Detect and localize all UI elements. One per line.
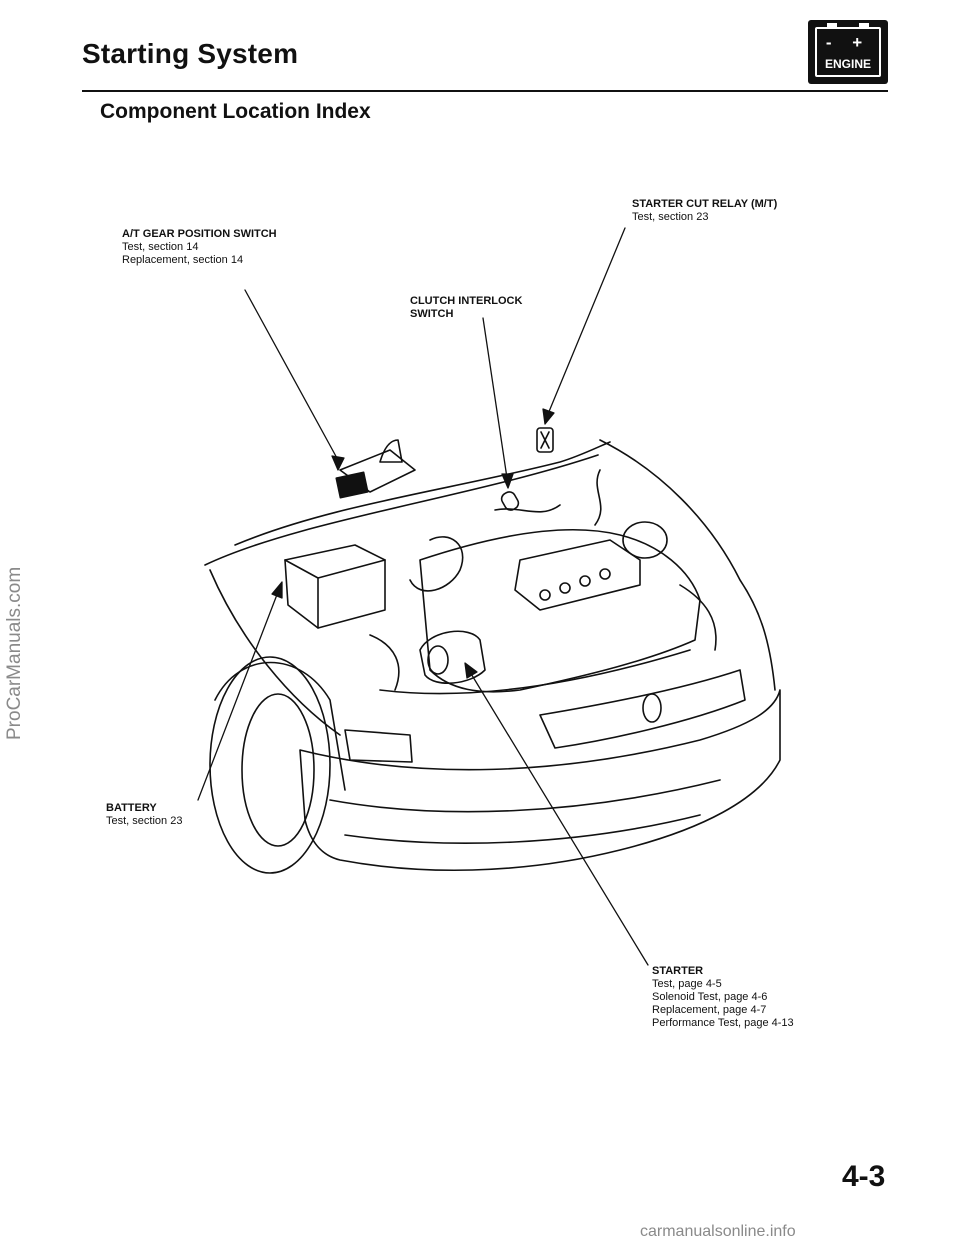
hose-4: [369, 634, 400, 691]
front-bumper: [299, 689, 781, 872]
grille: [539, 669, 746, 749]
engine-battery-badge: - + ENGINE: [808, 20, 888, 84]
starter-line: Test, page 4-5: [652, 978, 722, 990]
windshield-line: [204, 454, 599, 566]
battery-edges: [284, 559, 386, 629]
at-gear-switch-title: A/T GEAR POSITION SWITCH: [122, 228, 277, 240]
air-intake: [409, 536, 464, 592]
leader-starter: [469, 671, 649, 966]
callout-starter-cut-relay: STARTER CUT RELAY (M/T) Test, section 23: [632, 198, 777, 224]
clutch-interlock-title-2: SWITCH: [410, 308, 454, 320]
right-fender: [599, 439, 776, 691]
distributor: [622, 521, 668, 559]
leader-battery: [197, 591, 279, 801]
spark-plug-4: [599, 568, 611, 580]
leader-clutch: [482, 317, 508, 479]
leader-at-gear: [244, 289, 339, 461]
battery-box: [284, 544, 386, 629]
badge-label: ENGINE: [824, 57, 871, 71]
hood-line: [234, 441, 611, 546]
bottom-watermark: carmanualsonline.info: [640, 1223, 796, 1240]
callout-battery: BATTERY Test, section 23: [106, 802, 182, 828]
front-wheel: [209, 656, 331, 874]
starter-line: Replacement, page 4-7: [652, 1004, 767, 1016]
radiator-support: [379, 649, 691, 695]
page-title: Starting System: [82, 38, 299, 69]
badge-symbols: - +: [825, 33, 871, 52]
spark-plug-3: [579, 575, 591, 587]
battery-line: Test, section 23: [106, 815, 183, 827]
left-fender: [209, 569, 341, 736]
wheel-arch: [214, 661, 346, 791]
starter-title: STARTER: [652, 965, 704, 977]
battery-title: BATTERY: [106, 802, 157, 814]
battery-terminal-pos: [859, 23, 869, 29]
emblem: [642, 693, 662, 723]
battery-icon: - + ENGINE: [815, 23, 881, 77]
hose-3: [679, 584, 717, 651]
starter-line: Solenoid Test, page 4-6: [652, 991, 768, 1003]
header-rule: [82, 90, 888, 92]
relay-detail: [540, 431, 550, 449]
callout-at-gear-position-switch: A/T GEAR POSITION SWITCH Test, section 1…: [122, 228, 277, 267]
front-wheel-inner: [241, 693, 315, 847]
bumper-line-2: [344, 814, 701, 844]
leader-relay: [547, 227, 626, 415]
shift-lever: [379, 439, 403, 463]
starter-motor: [419, 630, 486, 685]
page-number: 4-3: [842, 1160, 886, 1193]
bumper-line: [329, 779, 721, 813]
at-gear-switch-line: Replacement, section 14: [122, 254, 244, 266]
battery-terminal-neg: [827, 23, 837, 29]
callout-clutch-interlock-switch: CLUTCH INTERLOCK SWITCH: [410, 295, 522, 321]
starter-cut-relay-title: STARTER CUT RELAY (M/T): [632, 198, 778, 210]
leader-lines: [197, 227, 649, 966]
gear-position-switch: [335, 471, 369, 499]
hose-1: [494, 504, 561, 513]
headlight: [344, 729, 413, 763]
side-watermark: ProCarManuals.com: [4, 566, 25, 740]
starter-cut-relay-line: Test, section 23: [632, 211, 709, 223]
spark-plug-2: [559, 582, 571, 594]
clutch-interlock-title-1: CLUTCH INTERLOCK: [410, 295, 523, 307]
hose-2: [594, 469, 602, 526]
section-subtitle: Component Location Index: [100, 100, 371, 123]
at-gear-switch-line: Test, section 14: [122, 241, 199, 253]
spark-plug-1: [539, 589, 551, 601]
starter-end: [427, 645, 449, 675]
starter-line: Performance Test, page 4-13: [652, 1017, 794, 1029]
callout-starter: STARTER Test, page 4-5 Solenoid Test, pa…: [652, 965, 794, 1030]
valve-cover: [514, 539, 641, 611]
